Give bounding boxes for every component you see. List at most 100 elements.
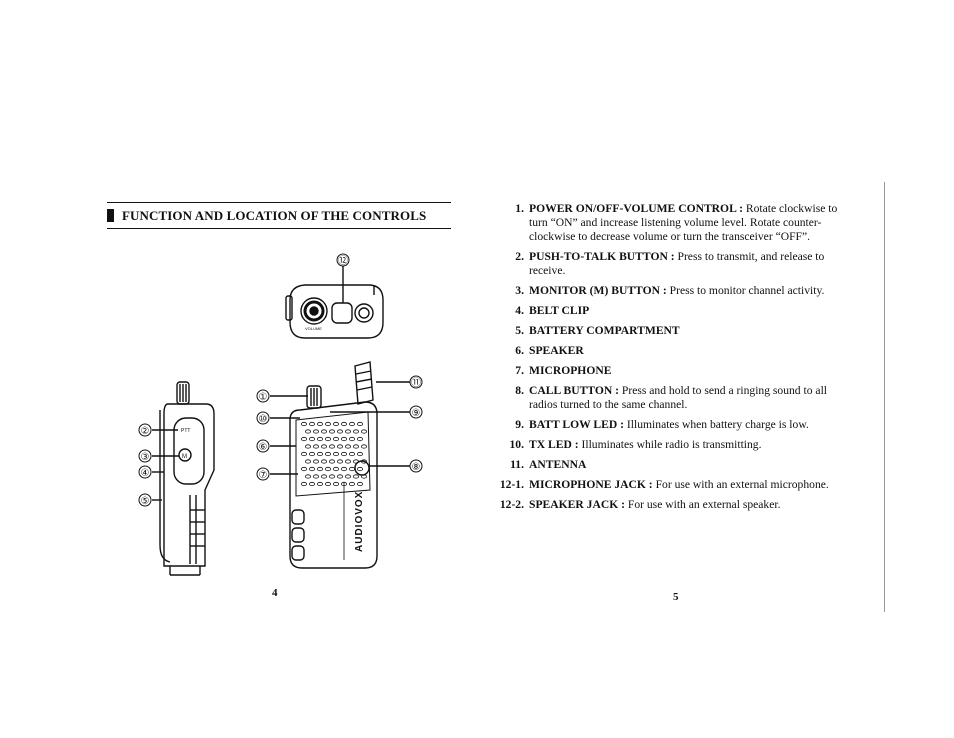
grille-hole — [308, 421, 315, 427]
callout-4: ④ — [141, 468, 150, 479]
grille-hole — [352, 429, 359, 434]
grille-hole — [316, 421, 323, 427]
item-number: 2. — [515, 250, 524, 263]
callout-9: ⑨ — [412, 408, 421, 419]
grille-hole — [344, 459, 351, 464]
monitor-label: M — [182, 454, 187, 460]
grille-hole — [344, 474, 351, 479]
callout-7: ⑦ — [259, 470, 268, 481]
grille-hole — [304, 444, 311, 449]
item-number: 11. — [510, 458, 524, 471]
grille-hole — [352, 444, 359, 449]
grille-hole — [348, 481, 355, 487]
grille-hole — [360, 459, 367, 464]
grille-hole — [300, 481, 307, 487]
grille-hole — [356, 466, 363, 472]
grille-hole — [324, 421, 331, 427]
item-number: 12-2. — [499, 498, 524, 511]
callout-3: ③ — [141, 452, 150, 463]
item-description: Press to transmit, and release to receiv… — [529, 250, 825, 277]
grille-hole — [356, 436, 363, 442]
list-item: 8.CALL BUTTON : Press and hold to send a… — [478, 384, 858, 412]
item-label: ANTENNA — [529, 458, 587, 471]
item-number: 6. — [515, 344, 524, 357]
grille-hole — [336, 429, 343, 434]
grille-hole — [328, 474, 335, 479]
callout-6: ⑥ — [259, 442, 268, 453]
item-number: 7. — [515, 364, 524, 377]
item-label: MONITOR (M) BUTTON : — [529, 284, 667, 297]
grille-hole — [344, 429, 351, 434]
grille-hole — [320, 474, 327, 479]
grille-hole — [324, 436, 331, 442]
item-number: 1. — [515, 202, 524, 215]
section-heading-text: FUNCTION AND LOCATION OF THE CONTROLS — [122, 208, 427, 223]
grille-hole — [360, 474, 367, 479]
page-number-left: 4 — [272, 587, 278, 599]
grille-hole — [324, 466, 331, 472]
item-number: 3. — [515, 284, 524, 297]
grille-hole — [356, 421, 363, 427]
item-description: For use with an external speaker. — [624, 498, 781, 511]
page-number-right: 5 — [673, 591, 679, 603]
item-description: Rotate clockwise to turn “ON” and increa… — [529, 202, 838, 243]
callout-12: ⑫ — [338, 255, 348, 267]
grille-hole — [316, 466, 323, 472]
grille-hole — [348, 436, 355, 442]
item-label: SPEAKER — [529, 344, 584, 357]
grille-hole — [356, 451, 363, 457]
list-item: 9. BATT LOW LED : Illuminates when batter… — [478, 418, 858, 432]
callout-2: ② — [141, 426, 150, 437]
callout-11: ⑪ — [411, 377, 421, 389]
item-label: BATT LOW LED : — [529, 418, 625, 431]
grille-hole — [320, 429, 327, 434]
item-label: MICROPHONE JACK : — [529, 478, 653, 491]
brand-label: AUDIOVOX — [354, 491, 365, 552]
heading-rule-bottom — [107, 228, 451, 229]
grille-hole — [300, 436, 307, 442]
controls-list: 1. POWER ON/OFF-VOLUME CONTROL : Rotate c… — [478, 202, 858, 518]
grille-hole — [300, 466, 307, 472]
grille-hole — [316, 436, 323, 442]
list-item: 11. ANTENNA — [478, 458, 858, 472]
grille-hole — [332, 421, 339, 427]
volume-label: VOLUME — [305, 326, 322, 331]
grille-hole — [348, 451, 355, 457]
item-number: 5. — [515, 324, 524, 337]
item-label: POWER ON/OFF-VOLUME CONTROL : — [529, 202, 743, 215]
item-label: SPEAKER JACK : — [529, 498, 625, 511]
grille-hole — [308, 451, 315, 457]
item-description: Illuminates when battery charge is low. — [624, 418, 809, 431]
item-description: Press to monitor channel activity. — [666, 284, 825, 297]
grille-hole — [328, 429, 335, 434]
radio-side-view — [159, 381, 215, 576]
callout-1: ① — [259, 392, 268, 403]
grille-hole — [312, 444, 319, 449]
grille-hole — [332, 451, 339, 457]
grille-hole — [304, 459, 311, 464]
heading-rule-top — [107, 202, 451, 203]
grille-hole — [316, 451, 323, 457]
grille-hole — [356, 481, 363, 487]
grille-hole — [360, 444, 367, 449]
grille-hole — [340, 436, 347, 442]
grille-hole — [328, 459, 335, 464]
grille-hole — [316, 481, 323, 487]
grille-hole — [324, 481, 331, 487]
grille-hole — [300, 451, 307, 457]
grille-hole — [360, 429, 367, 434]
list-item: 10.TX LED : Illuminates while radio is t… — [478, 438, 858, 452]
list-item: 12-1.MICROPHONE JACK : For use with an e… — [478, 478, 858, 492]
grille-hole — [340, 421, 347, 427]
list-item: 6. SPEAKER — [478, 344, 858, 358]
grille-hole — [320, 459, 327, 464]
item-label: PUSH-TO-TALK BUTTON : — [529, 250, 675, 263]
grille-hole — [304, 474, 311, 479]
item-number: 9. — [515, 418, 524, 431]
item-number: 8. — [515, 384, 524, 397]
heading-bullet-icon — [107, 209, 114, 222]
grille-hole — [324, 451, 331, 457]
list-item: 7.MICROPHONE — [478, 364, 858, 378]
grille-hole — [312, 429, 319, 434]
